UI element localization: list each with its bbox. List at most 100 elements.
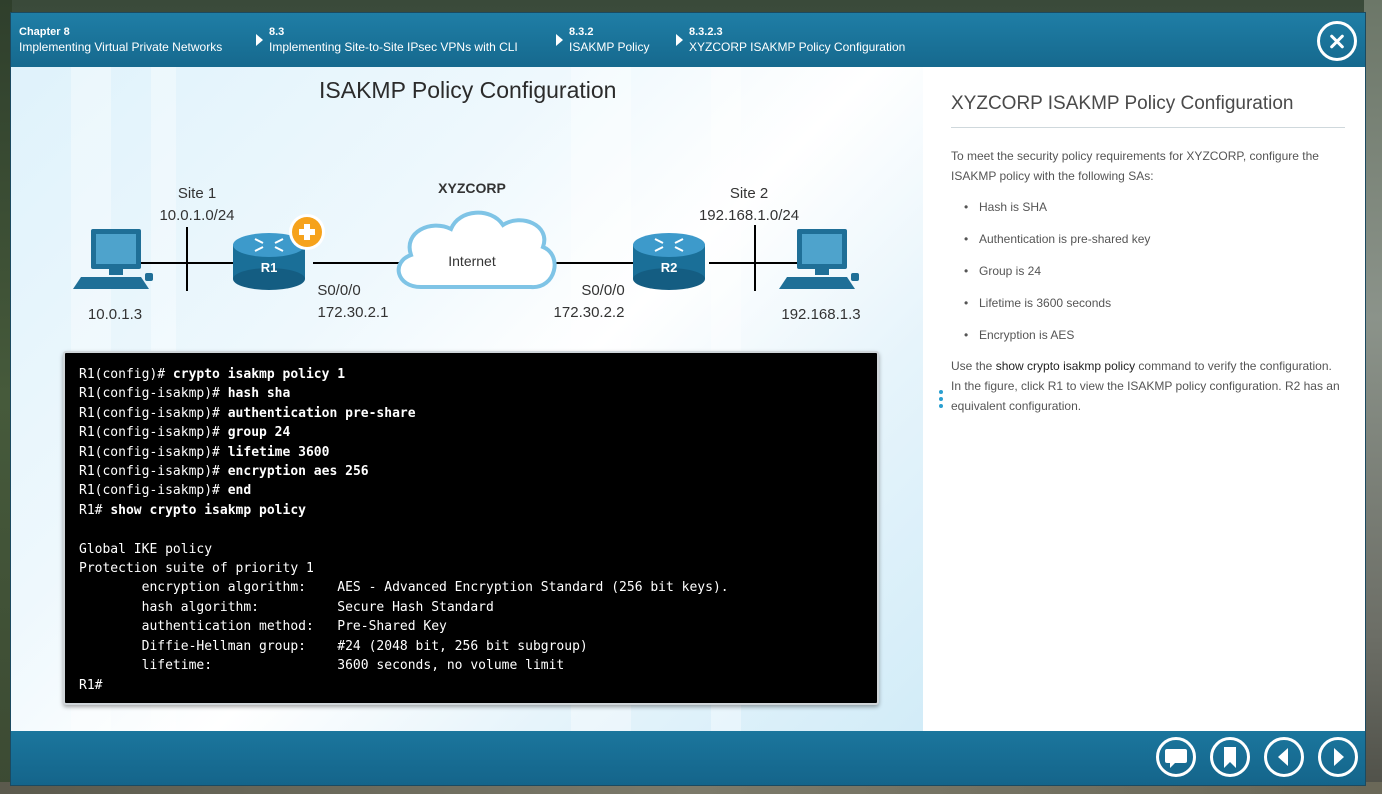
content-panel: XYZCORP ISAKMP Policy Configuration To m… <box>951 93 1345 416</box>
comment-button[interactable] <box>1156 737 1196 777</box>
pc-icon <box>73 229 153 289</box>
previous-button[interactable] <box>1264 737 1304 777</box>
terminal-line: Global IKE policy <box>79 542 212 557</box>
sa-list: Hash is SHA Authentication is pre-shared… <box>951 196 1345 356</box>
terminal-line: Protection suite of priority 1 <box>79 561 314 576</box>
list-item: Hash is SHA <box>951 196 1345 228</box>
terminal-output: R1(config)# crypto isakmp policy 1 R1(co… <box>63 351 879 705</box>
close-button[interactable] <box>1317 21 1357 61</box>
list-item: Encryption is AES <box>951 324 1345 356</box>
previous-icon <box>1278 748 1288 766</box>
terminal-prompt: R1# <box>79 677 103 693</box>
terminal-line: authentication method: Pre-Shared Key <box>79 619 447 634</box>
terminal-line: R1(config-isakmp)# end <box>79 483 251 498</box>
terminal-prompt: R1(config-isakmp)# <box>79 386 228 402</box>
breadcrumb-num: 8.3 <box>269 26 285 38</box>
topology-figure: ISAKMP Policy Configuration <box>11 67 923 731</box>
terminal-prompt: authentication method: Pre-Shared Key <box>79 619 447 635</box>
terminal-line: R1(config-isakmp)# hash sha <box>79 386 290 401</box>
next-icon <box>1334 748 1344 766</box>
terminal-line: R1(config-isakmp)# group 24 <box>79 425 290 440</box>
terminal-line: R1(config-isakmp)# authentication pre-sh… <box>79 406 416 421</box>
breadcrumb-num: 8.3.2.3 <box>689 26 723 38</box>
breadcrumb-label: ISAKMP Policy <box>569 40 650 54</box>
corp-label: XYZCORP <box>438 180 506 196</box>
bookmark-button[interactable] <box>1210 737 1250 777</box>
breadcrumb-section[interactable]: 8.3 Implementing Site-to-Site IPsec VPNs… <box>269 25 518 55</box>
router-label: R2 <box>661 260 678 275</box>
panel-title: XYZCORP ISAKMP Policy Configuration <box>951 93 1345 128</box>
terminal-command: authentication pre-share <box>227 405 416 421</box>
terminal-prompt: lifetime: 3600 seconds, no volume limit <box>79 658 565 674</box>
terminal-prompt: R1(config-isakmp)# <box>79 464 228 480</box>
router-r1[interactable]: R1 <box>233 233 305 290</box>
more-options-icon[interactable] <box>939 390 945 411</box>
terminal-text: R1(config)# crypto isakmp policy 1 R1(co… <box>79 365 863 695</box>
host2-ip: 192.168.1.3 <box>781 306 860 323</box>
terminal-command: show crypto isakmp policy <box>110 502 306 518</box>
r2-ip: 172.30.2.2 <box>554 304 625 321</box>
terminal-prompt: R1(config-isakmp)# <box>79 483 228 499</box>
breadcrumb-label: Implementing Site-to-Site IPsec VPNs wit… <box>269 40 518 54</box>
chevron-right-icon <box>676 34 683 46</box>
topology-diagram: R1 R2 Internet XYZCORP <box>73 180 861 323</box>
cloud-label: Internet <box>448 253 496 269</box>
terminal-prompt: R1(config-isakmp)# <box>79 444 228 460</box>
terminal-prompt: R1(config-isakmp)# <box>79 425 228 441</box>
command-name: show crypto isakmp policy <box>995 359 1136 373</box>
panel-intro: To meet the security policy requirements… <box>951 149 1319 183</box>
breadcrumb-label: Implementing Virtual Private Networks <box>19 40 223 54</box>
terminal-prompt: R1(config)# <box>79 367 173 382</box>
next-button[interactable] <box>1318 737 1358 777</box>
terminal-line: R1# <box>79 678 102 693</box>
breadcrumb-page[interactable]: 8.3.2.3 XYZCORP ISAKMP Policy Configurat… <box>689 25 905 55</box>
list-item: Lifetime is 3600 seconds <box>951 292 1345 324</box>
terminal-command: crypto isakmp policy 1 <box>172 367 346 382</box>
terminal-command: group 24 <box>227 425 291 441</box>
router-r2: R2 <box>633 233 705 290</box>
terminal-command: encryption aes 256 <box>227 464 369 480</box>
terminal-line: R1(config-isakmp)# encryption aes 256 <box>79 464 369 479</box>
comment-icon <box>1165 749 1187 768</box>
cloud-icon <box>396 210 557 290</box>
course-window: Chapter 8 Implementing Virtual Private N… <box>10 12 1366 786</box>
outro-text: Use the <box>951 359 996 373</box>
terminal-line: hash algorithm: Secure Hash Standard <box>79 600 494 615</box>
figure-title: ISAKMP Policy Configuration <box>319 77 617 103</box>
terminal-command: lifetime 3600 <box>227 444 330 460</box>
terminal-line: R1(config)# crypto isakmp policy 1 <box>79 367 345 382</box>
site2-label: Site 2 <box>730 185 768 202</box>
r2-interface: S0/0/0 <box>581 282 624 299</box>
terminal-prompt: R1(config-isakmp)# <box>79 405 228 421</box>
outro-text: command to verify the configuration. In … <box>951 359 1340 413</box>
terminal-line: R1(config-isakmp)# lifetime 3600 <box>79 445 329 460</box>
pc-icon <box>779 229 859 289</box>
list-item: Authentication is pre-shared key <box>951 228 1345 260</box>
breadcrumb-num: Chapter 8 <box>19 26 70 38</box>
terminal-command: end <box>227 483 252 499</box>
chevron-right-icon <box>556 34 563 46</box>
list-item: Group is 24 <box>951 260 1345 292</box>
terminal-line: Diffie-Hellman group: #24 (2048 bit, 256… <box>79 639 588 654</box>
terminal-line: R1# show crypto isakmp policy <box>79 503 306 518</box>
terminal-prompt: hash algorithm: Secure Hash Standard <box>79 599 494 615</box>
breadcrumb-chapter[interactable]: Chapter 8 Implementing Virtual Private N… <box>19 25 222 55</box>
bookmark-icon <box>1224 747 1236 768</box>
terminal-prompt: R1# <box>79 502 111 518</box>
breadcrumb-label: XYZCORP ISAKMP Policy Configuration <box>689 40 906 54</box>
terminal-command: hash sha <box>227 386 291 402</box>
panel-outro: Use the show crypto isakmp policy comman… <box>951 356 1345 416</box>
breadcrumb: Chapter 8 Implementing Virtual Private N… <box>11 13 1365 67</box>
site1-label: Site 1 <box>178 185 216 202</box>
footer-toolbar <box>11 731 1365 785</box>
r1-ip: 172.30.2.1 <box>318 304 389 321</box>
terminal-prompt: encryption algorithm: AES - Advanced Enc… <box>79 580 729 596</box>
plus-icon[interactable] <box>289 214 325 250</box>
terminal-line: encryption algorithm: AES - Advanced Enc… <box>79 580 729 595</box>
site1-network: 10.0.1.0/24 <box>159 207 234 224</box>
terminal-prompt: Global IKE policy <box>79 541 213 557</box>
router-label: R1 <box>261 260 278 275</box>
r1-interface: S0/0/0 <box>317 282 360 299</box>
chevron-right-icon <box>256 34 263 46</box>
breadcrumb-topic[interactable]: 8.3.2 ISAKMP Policy <box>569 25 649 55</box>
